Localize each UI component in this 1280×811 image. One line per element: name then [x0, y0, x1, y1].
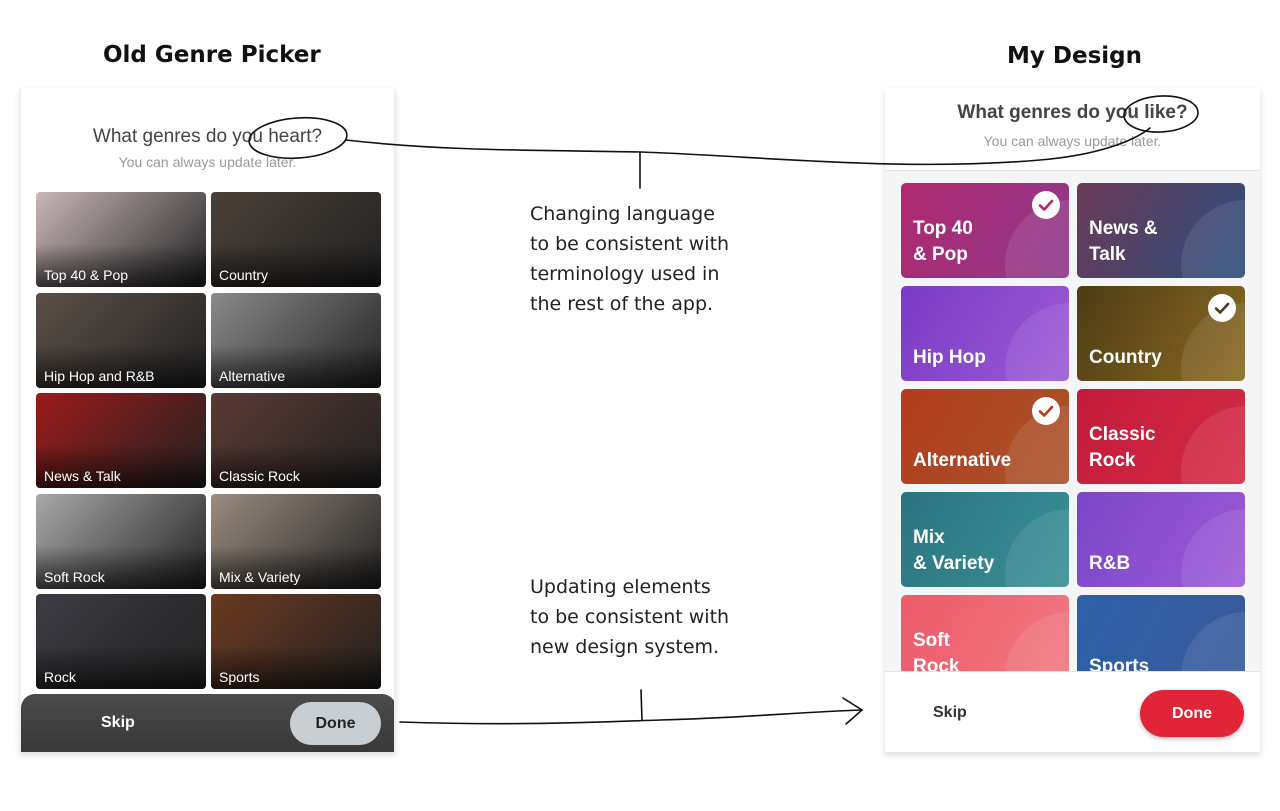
old-done-button[interactable]: Done — [290, 702, 381, 745]
old-genre-tile[interactable]: Soft Rock — [36, 493, 206, 589]
tile-shade — [211, 646, 381, 689]
old-genre-tile[interactable]: Mix & Variety — [211, 493, 381, 589]
check-icon — [1032, 397, 1060, 425]
old-genre-label: News & Talk — [44, 468, 121, 484]
tile-shade — [211, 244, 381, 287]
genre-label-line: Country — [1089, 347, 1162, 368]
new-done-button[interactable]: Done — [1140, 690, 1244, 737]
tile-shade — [211, 344, 381, 388]
tile-decoration — [1181, 406, 1245, 484]
new-genre-label: Top 40 & Pop — [913, 216, 973, 268]
tile-decoration — [1181, 200, 1245, 278]
old-genre-tile[interactable]: Alternative — [211, 292, 381, 388]
genre-label-line: Rock — [1089, 450, 1136, 471]
old-genre-tile[interactable]: Country — [211, 192, 381, 287]
genre-label-line: Classic — [1089, 424, 1156, 445]
annotation-line: new design system. — [530, 636, 720, 658]
tile-shade — [36, 545, 206, 589]
tile-shade — [36, 344, 206, 388]
old-genre-tile[interactable]: Rock — [36, 594, 206, 689]
new-design-title: My Design — [1007, 43, 1142, 69]
design-arrow-line — [399, 709, 863, 725]
old-genre-label: Country — [219, 267, 269, 283]
old-question: What genres do you heart? — [92, 126, 323, 147]
genre-label-line: Talk — [1089, 244, 1126, 265]
tile-decoration — [1181, 509, 1245, 587]
genre-label-line: News & — [1089, 218, 1158, 239]
old-genre-tile[interactable]: Top 40 & Pop — [36, 192, 206, 287]
old-genre-label: Classic Rock — [219, 468, 300, 484]
new-genre-label: Alternative — [913, 448, 1011, 474]
tile-shade — [36, 445, 206, 488]
tile-shade — [36, 244, 206, 287]
old-genre-label: Alternative — [219, 367, 286, 384]
old-subtitle: You can always update later. — [118, 154, 297, 170]
genre-label-line: Soft — [913, 630, 950, 651]
new-action-bar: Skip Done — [885, 671, 1260, 752]
new-genre-tile[interactable]: Country — [1077, 286, 1245, 381]
genre-label-line: Mix — [913, 527, 945, 548]
new-skip-button[interactable]: Skip — [933, 704, 967, 721]
genre-label-line: & Variety — [913, 553, 995, 574]
annotation-line: Changing language — [530, 203, 715, 225]
old-genre-label: Sports — [219, 669, 260, 685]
annotation-line: terminology used in — [530, 263, 720, 285]
genre-label-line: Alternative — [913, 450, 1012, 471]
annotation-line: the rest of the app. — [530, 293, 714, 315]
tile-decoration — [1005, 509, 1069, 587]
new-genre-tile[interactable]: Top 40 & Pop — [901, 183, 1069, 278]
old-genre-tile[interactable]: Hip Hop and R&B — [36, 292, 206, 388]
new-genre-tile[interactable]: Alternative — [901, 389, 1069, 484]
old-action-bar: Skip Done — [21, 694, 394, 752]
new-subtitle: You can always update later. — [983, 133, 1162, 149]
tile-shade — [36, 646, 206, 689]
new-genre-tile[interactable]: R&B — [1077, 492, 1245, 587]
new-genre-label: Country — [1089, 345, 1162, 371]
genre-label-line: Top 40 — [913, 218, 973, 239]
new-genre-label: News & Talk — [1089, 216, 1158, 268]
tile-decoration — [1005, 303, 1069, 381]
new-genre-label: Hip Hop — [913, 345, 986, 371]
design-arrow-head — [842, 697, 864, 725]
genre-label-line: & Pop — [913, 244, 968, 265]
old-genre-label: Rock — [44, 669, 76, 685]
old-genre-label: Hip Hop and R&B — [44, 367, 155, 384]
new-question: What genres do you like? — [957, 102, 1188, 123]
check-icon — [1208, 294, 1236, 322]
new-genre-tile[interactable]: News & Talk — [1077, 183, 1245, 278]
old-genre-label: Mix & Variety — [219, 568, 301, 585]
tile-shade — [211, 545, 381, 589]
new-genre-tile[interactable]: Hip Hop — [901, 286, 1069, 381]
old-genre-tile[interactable]: Classic Rock — [211, 393, 381, 488]
old-genre-label: Soft Rock — [44, 568, 105, 585]
genre-label-line: R&B — [1089, 553, 1131, 574]
new-header: What genres do you like? You can always … — [885, 88, 1260, 171]
genre-label-line: Hip Hop — [913, 347, 986, 368]
old-skip-button[interactable]: Skip — [101, 714, 135, 731]
language-annotation: Changing language to be consistent with … — [530, 199, 729, 319]
design-annotation: Updating elements to be consistent with … — [530, 572, 729, 662]
check-icon — [1032, 191, 1060, 219]
new-genre-picker: What genres do you like? You can always … — [885, 88, 1260, 752]
tile-shade — [211, 445, 381, 488]
new-genre-label: R&B — [1089, 551, 1130, 577]
new-genre-tile[interactable]: Mix & Variety — [901, 492, 1069, 587]
old-genre-label: Top 40 & Pop — [44, 267, 129, 283]
new-genre-label: Mix & Variety — [913, 525, 994, 577]
annotation-line: to be consistent with — [530, 233, 730, 255]
annotation-line: Updating elements — [530, 576, 711, 598]
old-design-title: Old Genre Picker — [103, 42, 321, 68]
annotation-line: to be consistent with — [530, 606, 730, 628]
design-tick-mark — [640, 689, 643, 721]
old-genre-picker: What genres do you heart? You can always… — [20, 88, 395, 752]
old-genre-tile[interactable]: News & Talk — [36, 393, 206, 488]
old-genre-tile[interactable]: Sports — [211, 594, 381, 689]
